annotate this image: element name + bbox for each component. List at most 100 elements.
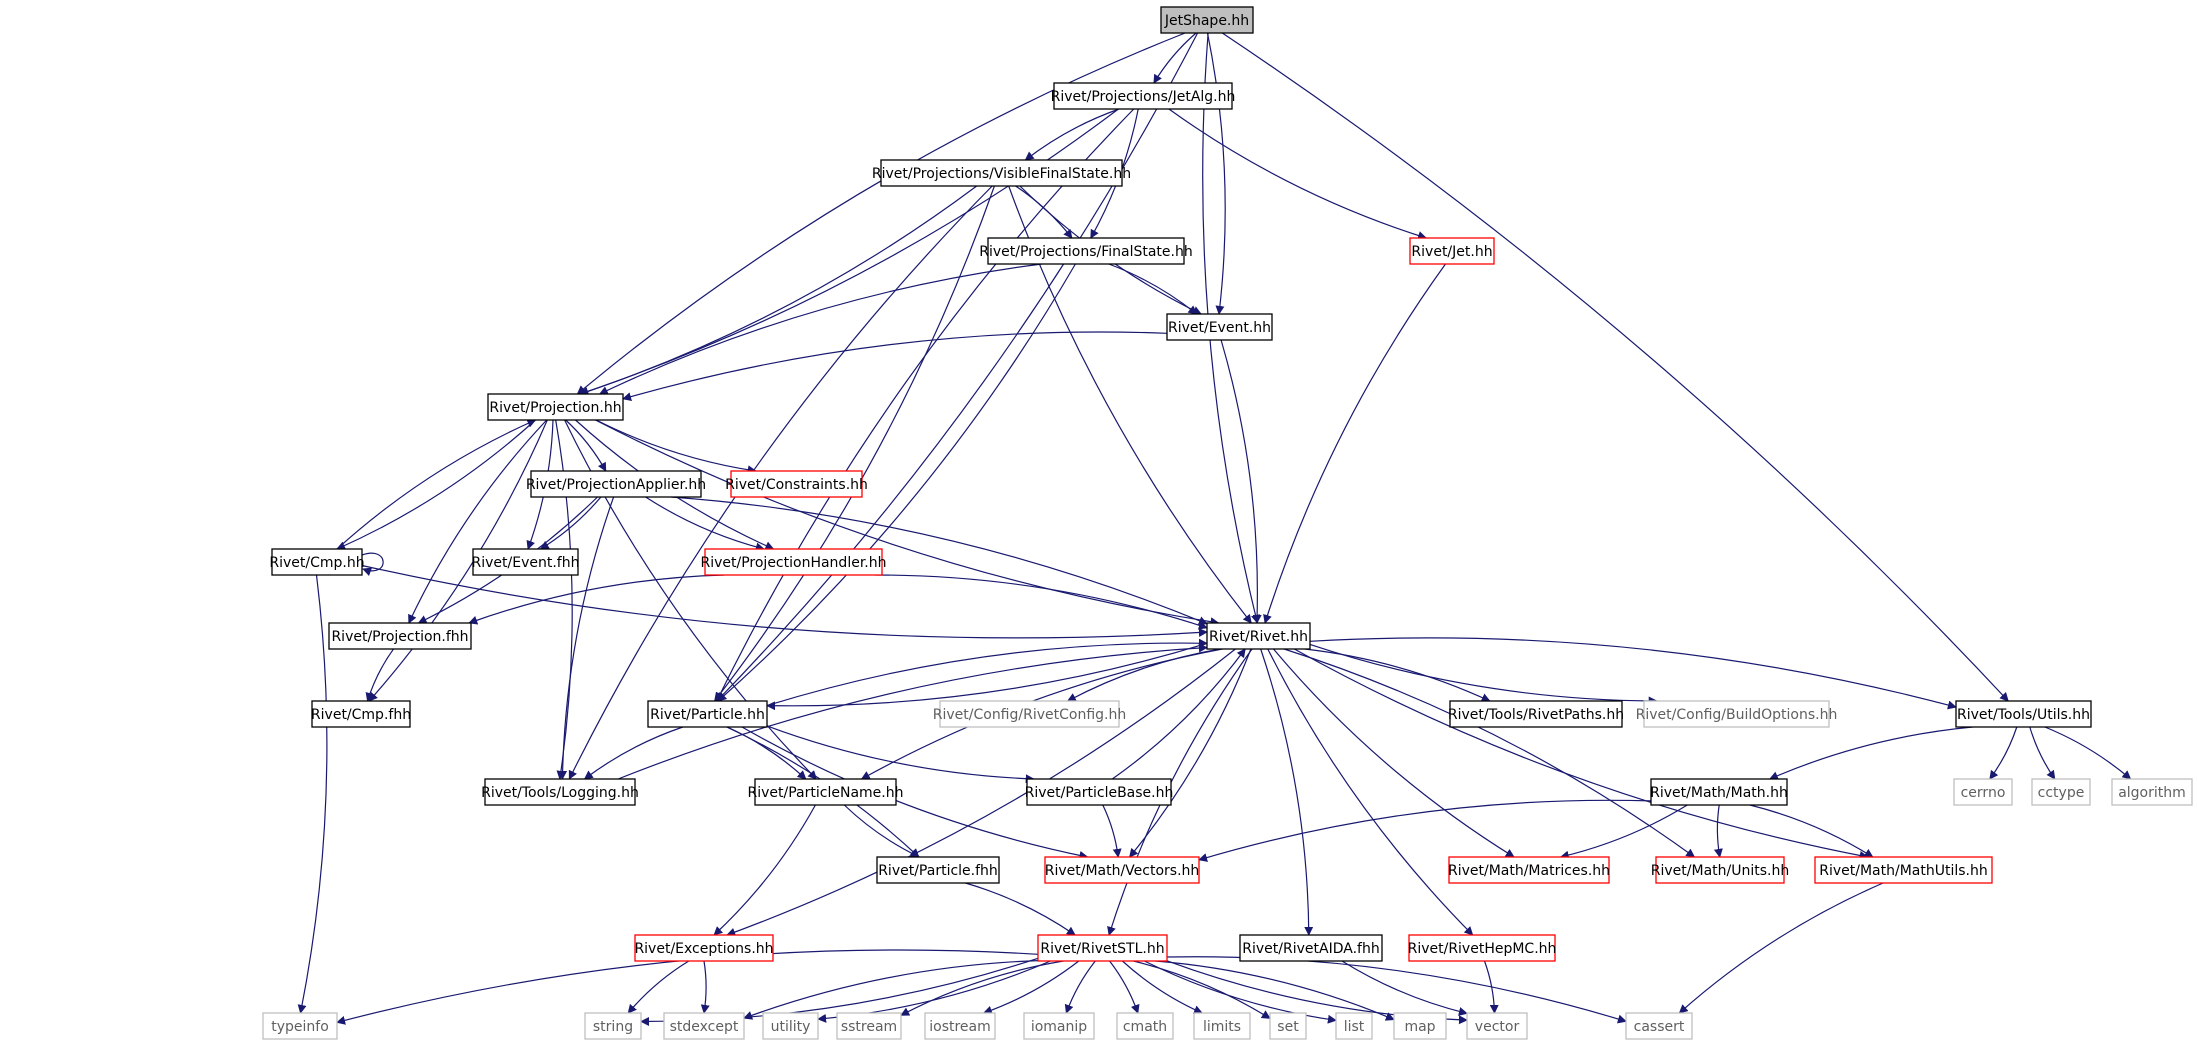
- node-particle[interactable]: Rivet/Particle.hh: [647, 700, 768, 728]
- node-box: [1449, 700, 1623, 728]
- node-typeinfo[interactable]: typeinfo: [262, 1012, 338, 1040]
- node-label: utility: [771, 1019, 811, 1035]
- node-pfhh[interactable]: Rivet/Particle.fhh: [876, 856, 1000, 884]
- node-label: string: [593, 1019, 633, 1035]
- node-constraints[interactable]: Rivet/Constraints.hh: [725, 470, 868, 498]
- node-eventfhh[interactable]: Rivet/Event.fhh: [472, 548, 580, 576]
- node-map[interactable]: map: [1393, 1012, 1447, 1040]
- node-exceptions[interactable]: Rivet/Exceptions.hh: [634, 934, 774, 962]
- node-utility[interactable]: utility: [762, 1012, 819, 1040]
- node-box: [472, 548, 579, 576]
- edge-mathmath-to-vectors: [1198, 799, 1652, 862]
- node-rivetconfig[interactable]: Rivet/Config/RivetConfig.hh: [933, 700, 1126, 728]
- node-cmath[interactable]: cmath: [1116, 1012, 1174, 1040]
- node-box: [1335, 1012, 1373, 1040]
- node-label: cctype: [2038, 785, 2085, 801]
- node-box: [328, 622, 472, 650]
- node-label: Rivet/Projection.fhh: [331, 629, 468, 645]
- edge-rivetstl-to-iomanip: [1064, 960, 1096, 1014]
- edge-rivetstl-to-set: [1133, 960, 1271, 1019]
- node-rivetstl[interactable]: Rivet/RivetSTL.hh: [1037, 934, 1168, 962]
- node-label: Rivet/Cmp.fhh: [311, 707, 411, 723]
- node-iomanip[interactable]: iomanip: [1023, 1012, 1095, 1040]
- edge-event-to-rivet: [1220, 339, 1262, 624]
- node-vector[interactable]: vector: [1466, 1012, 1528, 1040]
- node-cmpfhh[interactable]: Rivet/Cmp.fhh: [311, 700, 411, 728]
- edge-vfs-to-proj: [579, 185, 978, 396]
- node-units[interactable]: Rivet/Math/Units.hh: [1651, 856, 1789, 884]
- node-jetalg[interactable]: Rivet/Projections/JetAlg.hh: [1051, 82, 1236, 110]
- node-projhandler[interactable]: Rivet/ProjectionHandler.hh: [701, 548, 887, 576]
- node-box: [880, 159, 1123, 187]
- node-label: Rivet/ProjectionHandler.hh: [701, 555, 887, 571]
- node-pname[interactable]: Rivet/ParticleName.hh: [748, 778, 904, 806]
- node-box: [924, 1012, 996, 1040]
- node-aida[interactable]: Rivet/RivetAIDA.fhh: [1239, 934, 1383, 962]
- node-limits[interactable]: limits: [1193, 1012, 1251, 1040]
- node-pbase[interactable]: Rivet/ParticleBase.hh: [1025, 778, 1174, 806]
- node-cerrno[interactable]: cerrno: [1953, 778, 2013, 806]
- node-box: [647, 700, 768, 728]
- edge-particle-to-rivet: [766, 638, 1208, 707]
- edge-mathutils-to-cassert: [1678, 882, 1884, 1014]
- node-list[interactable]: list: [1335, 1012, 1373, 1040]
- node-sstream[interactable]: sstream: [836, 1012, 902, 1040]
- node-string[interactable]: string: [584, 1012, 642, 1040]
- node-iostream[interactable]: iostream: [924, 1012, 996, 1040]
- node-utils[interactable]: Rivet/Tools/Utils.hh: [1955, 700, 2092, 728]
- edge-proj-to-projapp: [565, 419, 607, 472]
- edge-utils-to-mathmath: [1768, 726, 1973, 780]
- node-fs[interactable]: Rivet/Projections/FinalState.hh: [979, 237, 1193, 265]
- node-cctype[interactable]: cctype: [2031, 778, 2091, 806]
- node-cmp[interactable]: Rivet/Cmp.hh: [269, 548, 365, 576]
- edge-fs-to-event: [1108, 263, 1198, 315]
- node-label: Rivet/RivetAIDA.fhh: [1242, 941, 1379, 957]
- edge-jetalg-to-vfs: [1024, 108, 1120, 161]
- node-box: [1023, 1012, 1095, 1040]
- node-label: Rivet/Tools/Utils.hh: [1957, 707, 2090, 723]
- node-logging[interactable]: Rivet/Tools/Logging.hh: [481, 778, 639, 806]
- node-jet[interactable]: Rivet/Jet.hh: [1409, 237, 1495, 265]
- edge-cmp-to-rivet: [361, 564, 1208, 639]
- node-label: Rivet/Projections/JetAlg.hh: [1051, 89, 1236, 105]
- node-matrices[interactable]: Rivet/Math/Matrices.hh: [1448, 856, 1610, 884]
- node-rivet[interactable]: Rivet/Rivet.hh: [1206, 622, 1311, 650]
- node-rivetpaths[interactable]: Rivet/Tools/RivetPaths.hh: [1448, 700, 1624, 728]
- node-vectors[interactable]: Rivet/Math/Vectors.hh: [1044, 856, 1200, 884]
- node-set[interactable]: set: [1269, 1012, 1307, 1040]
- node-box: [1053, 82, 1233, 110]
- node-proj[interactable]: Rivet/Projection.hh: [487, 393, 624, 421]
- node-box: [530, 470, 702, 498]
- edge-particle-to-pbase: [766, 725, 1035, 784]
- node-label: Rivet/Particle.fhh: [878, 863, 998, 879]
- node-vfs[interactable]: Rivet/Projections/VisibleFinalState.hh: [872, 159, 1131, 187]
- node-event[interactable]: Rivet/Event.hh: [1166, 313, 1273, 341]
- node-projapp[interactable]: Rivet/ProjectionApplier.hh: [526, 470, 706, 498]
- edge-rivetstl-to-list: [1144, 960, 1337, 1024]
- edge-rivet-to-hepmc: [1267, 648, 1474, 936]
- node-cassert[interactable]: cassert: [1625, 1012, 1693, 1040]
- node-stdexcept[interactable]: stdexcept: [663, 1012, 745, 1040]
- edge-pbase-to-rivet: [1111, 648, 1246, 780]
- node-box: [271, 548, 363, 576]
- node-mathmath[interactable]: Rivet/Math/Math.hh: [1650, 778, 1788, 806]
- node-box: [1448, 856, 1610, 884]
- node-buildopts[interactable]: Rivet/Config/BuildOptions.hh: [1636, 700, 1838, 728]
- node-label: Rivet/Math/Vectors.hh: [1045, 863, 1200, 879]
- edge-proj-to-cmp: [336, 419, 536, 550]
- node-hepmc[interactable]: Rivet/RivetHepMC.hh: [1408, 934, 1557, 962]
- edge-vfs-to-particle: [714, 185, 995, 702]
- edge-jetalg-to-jet: [1168, 108, 1427, 240]
- node-box: [2031, 778, 2091, 806]
- node-box: [1953, 778, 2013, 806]
- node-label: algorithm: [2118, 785, 2186, 801]
- node-label: limits: [1203, 1019, 1241, 1035]
- node-box: [1116, 1012, 1174, 1040]
- node-projfhh[interactable]: Rivet/Projection.fhh: [328, 622, 472, 650]
- edge-rivet-to-exceptions: [726, 648, 1236, 937]
- edge-projhandler-to-projfhh: [468, 574, 725, 625]
- node-mathutils[interactable]: Rivet/Math/MathUtils.hh: [1814, 856, 1993, 884]
- node-algorithm[interactable]: algorithm: [2111, 778, 2193, 806]
- node-box: [311, 700, 411, 728]
- node-jetshape[interactable]: JetShape.hh: [1160, 6, 1254, 34]
